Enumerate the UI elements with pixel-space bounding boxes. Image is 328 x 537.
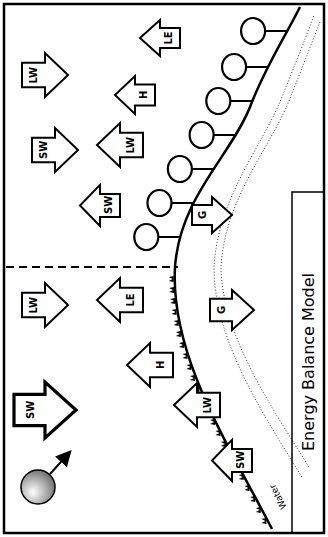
arrow-outline — [127, 343, 173, 387]
caption: Energy Balance Model — [299, 273, 318, 451]
grass-tuft — [182, 353, 187, 359]
arrow-outline — [22, 283, 68, 327]
arrow-shape — [174, 383, 220, 427]
flux-label: SW — [39, 141, 49, 159]
arrow-outline — [14, 382, 76, 438]
grass-tuft — [170, 298, 175, 304]
flux-arrow: SW — [32, 128, 78, 172]
grass-tuft — [169, 287, 174, 293]
sun-ray — [50, 453, 69, 474]
arrow-outline — [22, 53, 68, 97]
flux-label: LW — [29, 297, 39, 314]
flux-label: LE — [126, 293, 136, 306]
tree-trunk — [214, 134, 236, 136]
flux-label: LW — [203, 397, 213, 414]
trees — [134, 18, 287, 250]
grass-tuft — [250, 496, 255, 502]
tree-crown — [147, 190, 171, 216]
flux-arrow: LW — [174, 383, 220, 427]
flux-label: G — [198, 211, 208, 219]
grass-tuft — [190, 375, 195, 381]
flux-label: LW — [126, 137, 136, 154]
tree-crown — [241, 18, 265, 44]
arrow-shape — [127, 343, 173, 387]
tree-crown — [190, 122, 214, 148]
flux-label: SW — [104, 196, 114, 214]
arrow-shape — [14, 382, 76, 438]
arrow-outline — [140, 20, 180, 56]
tree-crown — [168, 156, 192, 182]
flux-arrow: G — [210, 290, 254, 330]
flux-label: LW — [29, 67, 39, 84]
flux-arrow: SW — [212, 439, 252, 480]
tree-trunk — [246, 66, 268, 68]
tree-trunk — [192, 168, 214, 170]
grass-tuft — [186, 364, 191, 370]
tree-crown — [134, 224, 158, 250]
arrow-outline — [80, 184, 120, 225]
grass-tuft — [256, 507, 261, 513]
divider-line — [6, 266, 178, 268]
arrow-outline — [192, 197, 232, 233]
flux-label: SW — [236, 451, 246, 469]
water-table — [221, 22, 320, 467]
ground-surface — [175, 7, 300, 529]
tree-crown — [206, 88, 230, 114]
arrow-outline — [115, 76, 155, 114]
grass-tuft — [179, 342, 184, 348]
grass-tuft — [215, 430, 220, 436]
flux-arrow: SW — [14, 382, 76, 438]
flux-label: SW — [26, 401, 36, 419]
arrow-outline — [97, 123, 143, 167]
grass — [169, 276, 267, 524]
flux-arrow: LW — [97, 123, 143, 167]
tree-trunk — [230, 100, 252, 102]
flux-label: H — [156, 361, 166, 369]
flux-arrow: H — [115, 76, 155, 114]
grass-tuft — [172, 309, 177, 315]
tree-trunk — [158, 236, 180, 238]
water-label: Water — [267, 482, 289, 512]
tree-trunk — [171, 202, 193, 204]
arrow-outline — [97, 278, 143, 322]
tree-trunk — [265, 30, 287, 32]
flux-label: G — [217, 306, 227, 314]
grass-tuft — [244, 485, 249, 491]
caption-box — [292, 192, 324, 533]
arrow-shape — [97, 278, 143, 322]
arrow-outline — [210, 290, 254, 330]
frame — [4, 4, 324, 533]
grass-tuft — [210, 419, 215, 425]
flux-label: H — [139, 91, 149, 99]
flux-arrow: LW — [22, 53, 68, 97]
flux-arrow: G — [192, 197, 232, 233]
grass-tuft — [261, 518, 266, 524]
tree-crown — [222, 54, 246, 80]
grass-tuft — [176, 331, 181, 337]
flux-arrow: SW — [80, 184, 120, 225]
flux-label: LE — [164, 31, 174, 44]
flux-arrow: LE — [97, 278, 143, 322]
flux-arrow: LW — [22, 283, 68, 327]
grass-tuft — [169, 276, 174, 282]
grass-tuft — [174, 320, 179, 326]
arrow-outline — [174, 383, 220, 427]
arrow-outline — [32, 128, 78, 172]
arrow-shape — [97, 123, 143, 167]
sun — [21, 470, 55, 504]
arrow-outline — [212, 439, 252, 480]
flux-arrow: H — [127, 343, 173, 387]
grass-tuft — [239, 474, 244, 480]
flux-arrow: LE — [140, 20, 180, 56]
